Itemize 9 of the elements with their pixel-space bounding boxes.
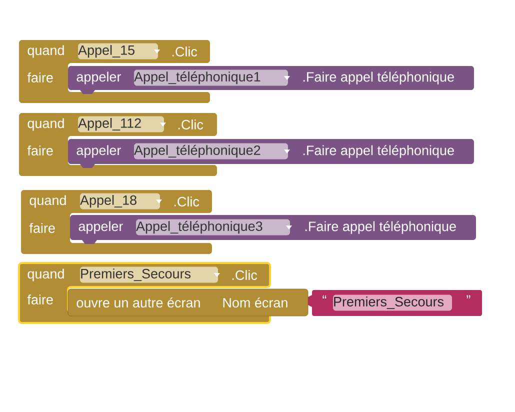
dropdown-field: Appel_téléphonique1 bbox=[134, 70, 290, 86]
dropdown-field: Appel_téléphonique3 bbox=[136, 219, 292, 236]
procedure-block: ouvre un autre écran Nom écran bbox=[68, 288, 308, 316]
dropdown-field: Appel_15 bbox=[78, 43, 160, 60]
text-field: Premiers_Secours bbox=[333, 294, 452, 311]
dropdown-field: Appel_18 bbox=[80, 193, 162, 210]
dropdown-field: Appel_112 bbox=[78, 116, 166, 132]
dropdown-field: Premiers_Secours bbox=[80, 266, 220, 283]
dropdown-field: Appel_téléphonique2 bbox=[134, 143, 290, 160]
